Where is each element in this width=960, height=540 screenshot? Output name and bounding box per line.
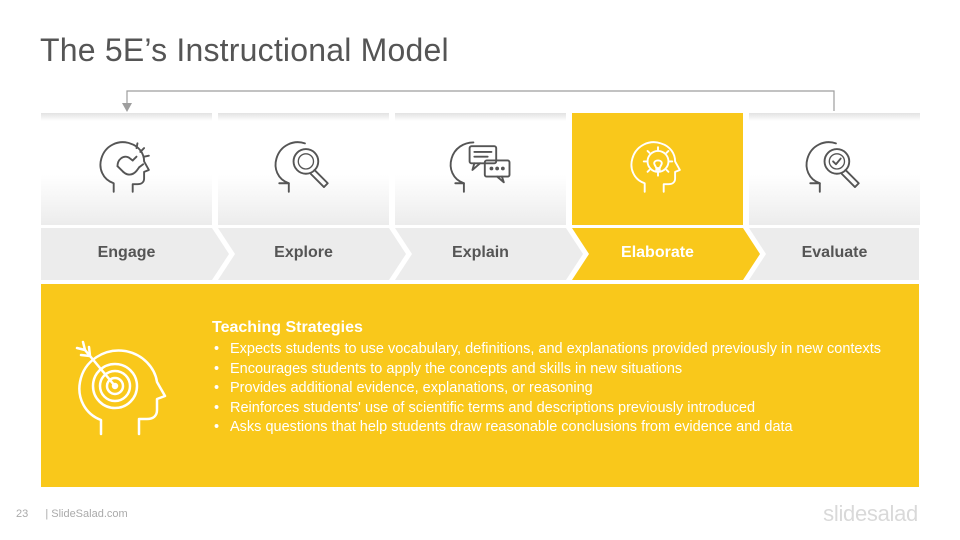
strategies-title: Teaching Strategies <box>212 319 363 336</box>
list-item: Encourages students to apply the concept… <box>212 360 912 380</box>
chevron-evaluate <box>749 228 919 280</box>
footer-source-link[interactable]: | SlideSalad.com <box>45 508 128 520</box>
stage-card-evaluate[interactable] <box>749 113 920 225</box>
teaching-strategies-panel: Teaching Strategies Expects students to … <box>41 284 919 487</box>
stage-label-engage: Engage <box>97 244 156 261</box>
stage-card-engage[interactable] <box>41 113 212 225</box>
list-item: Expects students to use vocabulary, defi… <box>212 340 912 360</box>
stage-label-explain: Explain <box>452 244 509 261</box>
slide-footer: 23 | SlideSalad.com <box>16 508 128 520</box>
stage-card-elaborate[interactable] <box>572 113 743 225</box>
head-magnet-icon <box>99 141 150 193</box>
feedback-loop-arrow <box>122 90 835 112</box>
chevron-explain <box>395 228 583 280</box>
list-item: Asks questions that help students draw r… <box>212 418 912 438</box>
head-magnifier-check-icon <box>805 141 860 193</box>
stage-label-explore: Explore <box>274 244 333 261</box>
stage-label-elaborate: Elaborate <box>621 244 694 261</box>
list-item: Reinforces students' use of scientific t… <box>212 399 912 419</box>
stage-chevron-strip <box>41 228 919 280</box>
chevron-explore <box>218 228 406 280</box>
stage-card-explain[interactable] <box>395 113 566 225</box>
slide-title: The 5E’s Instructional Model <box>40 32 449 68</box>
head-target-arrow-icon <box>75 340 167 436</box>
page-number: 23 <box>16 508 29 520</box>
brand-logo: slidesalad <box>823 501 918 526</box>
head-lightbulb-gear-icon <box>630 141 681 193</box>
list-item: Provides additional evidence, explanatio… <box>212 379 912 399</box>
stage-card-explore[interactable] <box>218 113 389 225</box>
strategies-list: Expects students to use vocabulary, defi… <box>212 340 912 438</box>
chevron-elaborate <box>572 228 760 280</box>
stage-label-evaluate: Evaluate <box>801 244 868 261</box>
chevron-engage <box>41 228 229 280</box>
head-speech-bubbles-icon <box>449 141 510 193</box>
head-magnifier-icon <box>274 141 329 193</box>
